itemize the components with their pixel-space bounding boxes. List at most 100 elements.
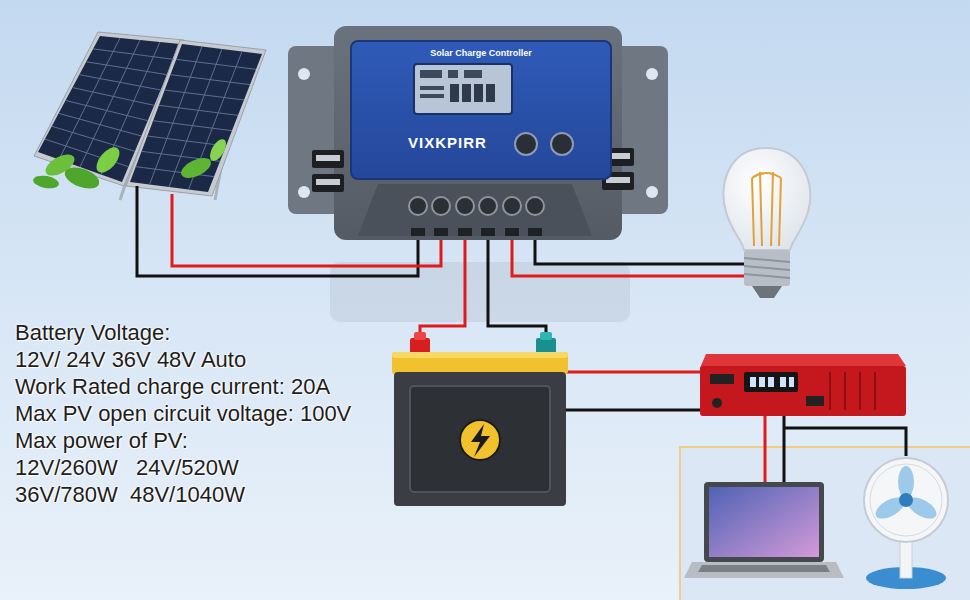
light-bulb <box>723 148 810 298</box>
desk-fan <box>870 464 942 536</box>
solar-panel <box>126 40 266 196</box>
light-bulb <box>744 258 790 262</box>
power-inverter <box>829 372 831 410</box>
light-bulb <box>752 178 754 246</box>
leaves <box>92 143 124 176</box>
lcd-icon <box>448 70 458 78</box>
battery <box>414 332 426 340</box>
leaves <box>207 137 229 164</box>
power-inverter <box>859 372 861 410</box>
lcd-digit <box>462 84 471 102</box>
usb-ports <box>316 155 340 161</box>
power-inverter <box>874 372 876 410</box>
cell-line <box>80 40 140 167</box>
reflection <box>330 262 630 322</box>
battery-wires <box>420 238 546 342</box>
terminal-sockets <box>458 228 472 236</box>
terminal-sockets <box>434 228 448 236</box>
light-bulb <box>752 172 781 246</box>
inverter-wires <box>565 409 702 412</box>
lcd-icon <box>420 94 444 98</box>
controller-housing <box>334 26 622 240</box>
load-wires <box>512 238 746 276</box>
terminal-sockets <box>505 228 519 236</box>
device-title: Solar Charge Controller <box>352 48 610 58</box>
terminal-screws <box>503 197 521 215</box>
terminal-screws <box>409 197 544 215</box>
terminal-screws <box>432 197 450 215</box>
light-bulb <box>744 250 790 286</box>
power-inverter <box>710 374 734 384</box>
light-bulb <box>752 286 782 298</box>
spec-text: Work Rated charge current: 20A <box>15 374 330 400</box>
desk-fan <box>899 493 913 507</box>
laptop <box>709 487 819 557</box>
power-inverter <box>750 377 756 387</box>
power-inverter <box>744 372 798 392</box>
laptop <box>684 562 844 578</box>
load-panel <box>680 447 970 600</box>
terminal-screws <box>526 197 544 215</box>
lcd-digit <box>474 84 483 102</box>
light-bulb <box>779 178 781 246</box>
control-button <box>551 133 573 155</box>
terminal-screws <box>409 197 427 215</box>
desk-fan <box>864 458 948 589</box>
cell-line <box>59 38 120 160</box>
controller-housing <box>298 68 310 80</box>
usb-ports <box>606 177 630 183</box>
terminal-screws <box>479 197 497 215</box>
light-bulb <box>744 274 790 278</box>
controller-panel: Solar Charge ControllerVIXKPIRR <box>350 40 612 180</box>
solar-panel <box>34 32 266 200</box>
controller-face <box>352 42 610 178</box>
controller-housing <box>646 186 658 198</box>
load-wires <box>535 238 746 264</box>
power-inverter <box>700 354 906 368</box>
lcd-icon <box>420 86 444 90</box>
spec-text: Max PV open circuit voltage: 100V <box>15 401 351 427</box>
desk-fan <box>872 466 940 523</box>
spec-text: Battery Voltage: <box>15 320 170 346</box>
battery <box>471 424 490 457</box>
spec-text: Max power of PV: <box>15 428 188 454</box>
power-inverter <box>806 396 824 406</box>
usb-ports <box>312 150 344 168</box>
light-bulb <box>744 266 790 270</box>
terminal-sockets <box>411 228 425 236</box>
cell-line <box>169 49 222 187</box>
light-bulb <box>771 172 773 246</box>
lcd-icon <box>464 70 482 78</box>
terminal-sockets <box>528 228 542 236</box>
battery <box>394 372 566 506</box>
leaves <box>178 154 214 182</box>
light-bulb <box>744 258 790 278</box>
battery-wires <box>488 238 546 342</box>
inverter-wires <box>565 372 702 410</box>
spec-text: 36V/780W 48V/1040W <box>15 482 245 508</box>
usb-ports <box>316 179 340 185</box>
desk-fan <box>864 458 948 542</box>
spec-text: 12V/ 24V 36V 48V Auto <box>15 347 246 373</box>
light-bulb <box>752 173 781 178</box>
controller-housing <box>646 68 658 80</box>
lcd-digit <box>450 84 459 102</box>
control-button <box>515 133 537 155</box>
power-inverter <box>700 366 906 416</box>
spec-text: 12V/260W 24V/520W <box>15 455 239 481</box>
terminal-sockets <box>481 228 495 236</box>
ac-wires <box>783 416 786 482</box>
lcd-digit <box>486 84 495 102</box>
terminal-screws <box>456 197 474 215</box>
leaves <box>32 174 60 190</box>
battery <box>392 352 568 374</box>
solar-cell-grid <box>45 38 256 190</box>
controller-housing <box>358 184 592 236</box>
battery <box>540 332 552 340</box>
battery <box>392 332 568 506</box>
laptop <box>698 565 830 572</box>
power-inverter <box>700 354 906 416</box>
load-wires <box>512 238 746 276</box>
solar-panel <box>130 44 262 192</box>
